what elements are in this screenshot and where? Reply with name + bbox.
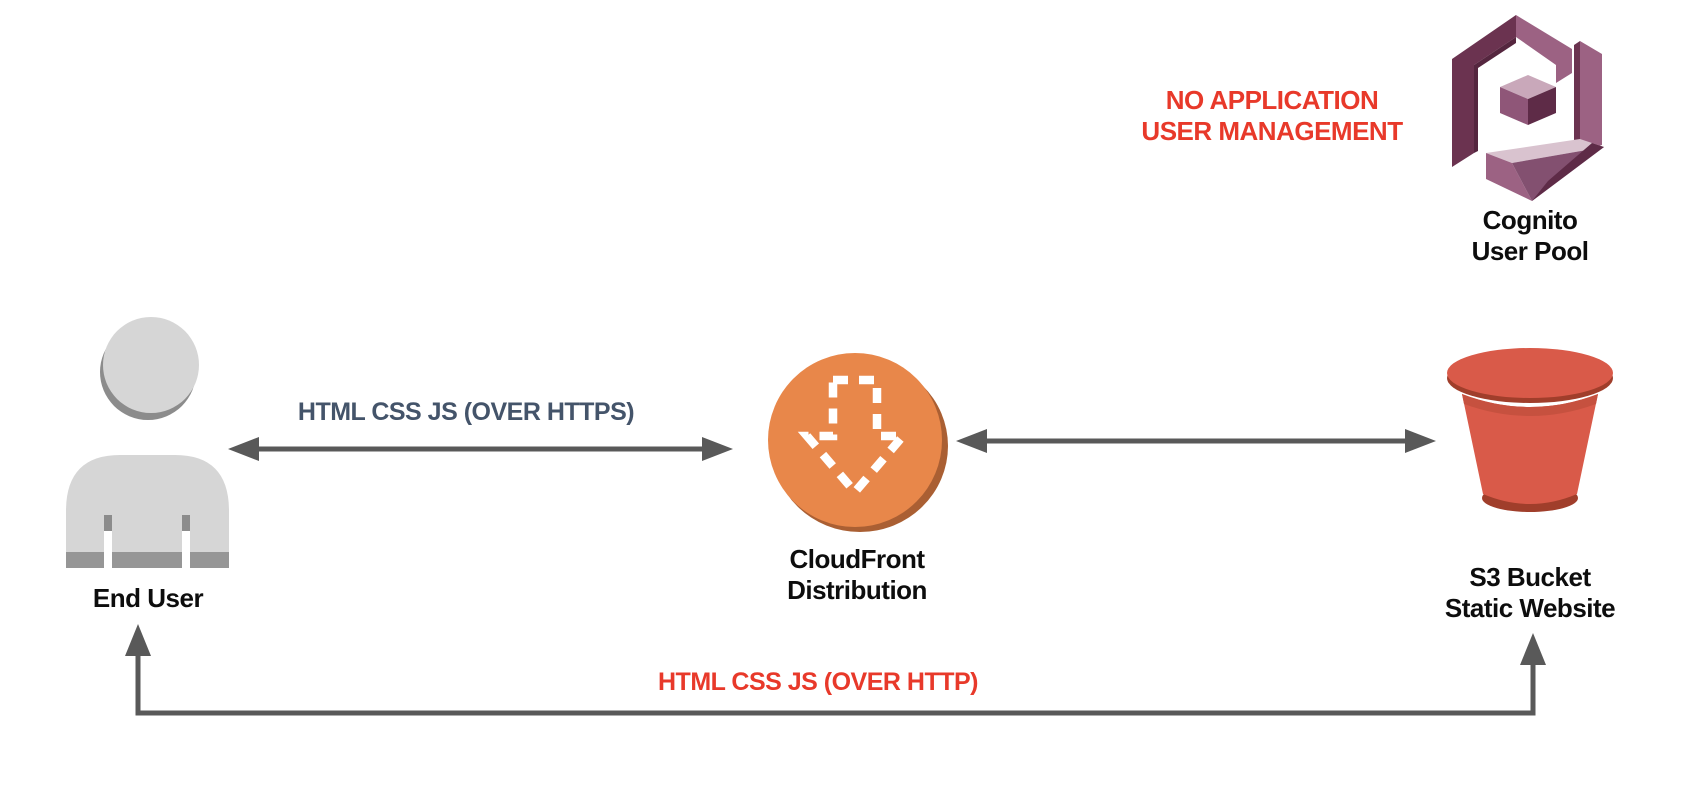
no-user-management-annotation: NO APPLICATION USER MANAGEMENT [1141, 85, 1403, 147]
s3-label: S3 Bucket Static Website [1444, 562, 1616, 624]
cloudfront-icon [768, 353, 948, 532]
https-arrow [228, 437, 733, 461]
annotation-line2: USER MANAGEMENT [1141, 116, 1403, 146]
arrow-up-head-left [125, 624, 151, 656]
cognito-user-pool-icon [1452, 15, 1604, 201]
end-user-label: End User [92, 583, 204, 614]
cloudfront-label: CloudFront Distribution [787, 544, 927, 606]
arrow-left-head [228, 437, 259, 461]
end-user-icon [66, 317, 229, 568]
s3-bucket-icon [1447, 348, 1613, 512]
http-arrow [125, 624, 1546, 716]
end-user-label-text: End User [92, 583, 204, 613]
cloudfront-s3-arrow [956, 429, 1436, 453]
https-arrow-label: HTML CSS JS (OVER HTTPS) [297, 398, 635, 426]
arrow-right-head [1405, 429, 1436, 453]
s3-label-line2: Static Website [1444, 593, 1616, 623]
s3-label-line1: S3 Bucket [1469, 562, 1591, 592]
arrow-up-head-right [1520, 633, 1546, 665]
annotation-line1: NO APPLICATION [1165, 85, 1379, 115]
cognito-label-line2: User Pool [1471, 236, 1589, 266]
dashed-download-arrow [797, 375, 913, 499]
cloudfront-label-line1: CloudFront [789, 544, 925, 574]
arrow-left-head [956, 429, 987, 453]
cognito-label-line1: Cognito [1482, 205, 1578, 235]
cognito-label: Cognito User Pool [1472, 205, 1589, 267]
arrow-right-head [702, 437, 733, 461]
cloudfront-label-line2: Distribution [787, 575, 927, 605]
http-arrow-label: HTML CSS JS (OVER HTTP) [657, 668, 979, 696]
